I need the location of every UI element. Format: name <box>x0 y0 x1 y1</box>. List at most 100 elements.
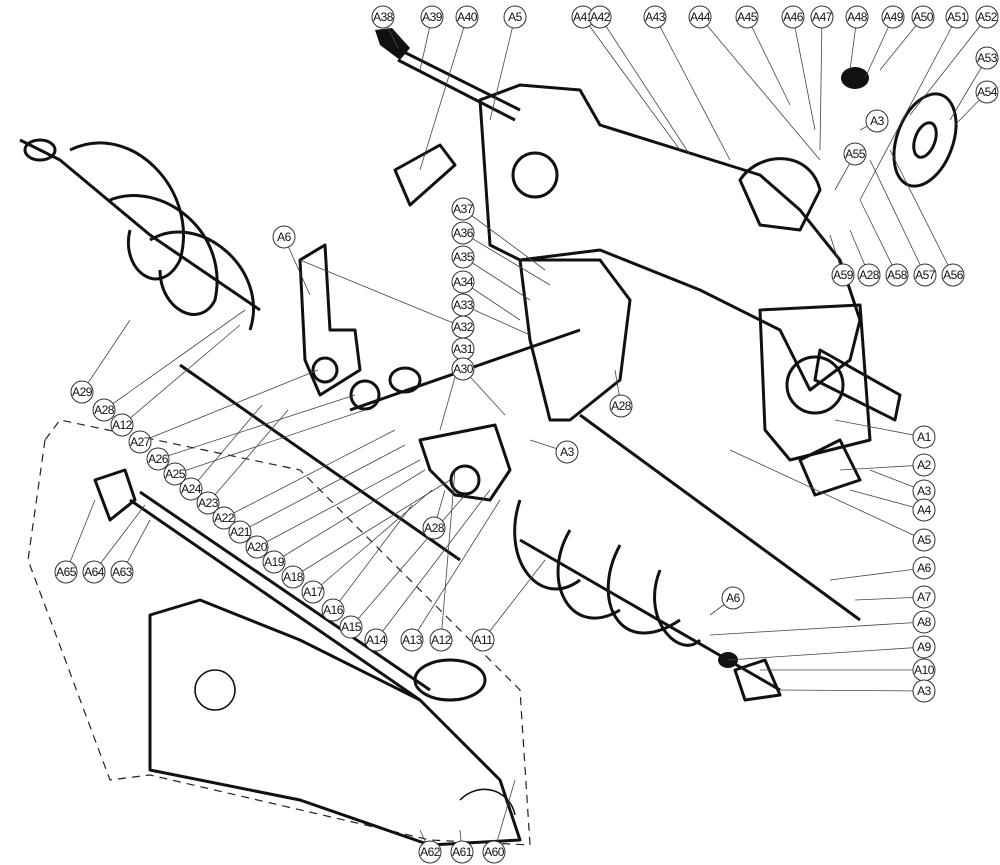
callout-circle <box>688 5 712 29</box>
leader-line <box>829 567 925 581</box>
callout-circle <box>912 556 936 580</box>
leader-line <box>81 319 131 393</box>
part-callout-a58: A58 <box>885 263 909 287</box>
part-callout-a44: A44 <box>688 5 712 29</box>
part-callout-a3: A3 <box>912 479 936 503</box>
leader-line <box>350 494 466 628</box>
callout-circle <box>588 5 612 29</box>
callout-label: A6 <box>917 561 932 575</box>
part-callout-a3: A3 <box>912 679 936 703</box>
callout-circle <box>843 142 867 166</box>
callout-label: A47 <box>812 10 833 24</box>
callout-label: A45 <box>737 10 758 24</box>
callout-circle <box>321 598 345 622</box>
part-callout-a48: A48 <box>845 5 869 29</box>
part-callout-a35: A35 <box>451 245 475 269</box>
part-callout-a17: A17 <box>301 580 325 604</box>
leader-line <box>93 504 146 573</box>
callout-circle <box>429 628 453 652</box>
callout-label: A15 <box>341 620 362 634</box>
part-callout-a28: A28 <box>422 516 446 540</box>
leader-line <box>493 779 516 853</box>
callout-circle <box>451 245 475 269</box>
leader-line <box>889 149 954 276</box>
leader-line <box>223 429 396 519</box>
callout-circle <box>912 498 936 522</box>
leader-line <box>779 689 925 692</box>
leader-line <box>239 444 406 533</box>
part-callout-a34: A34 <box>451 270 475 294</box>
callout-label: A30 <box>453 362 474 376</box>
callout-label: A23 <box>198 496 219 510</box>
callout-label: A25 <box>165 467 186 481</box>
callout-label: A5 <box>508 10 523 24</box>
leader-line <box>139 369 319 443</box>
callout-circle <box>735 5 759 29</box>
callout-circle <box>371 5 395 29</box>
callout-label: A7 <box>917 590 932 604</box>
callout-label: A20 <box>247 540 268 554</box>
leader-line <box>65 499 96 573</box>
callout-circle <box>451 221 475 245</box>
leader-line <box>834 419 925 438</box>
callout-label: A32 <box>453 320 474 334</box>
part-callout-a43: A43 <box>643 5 667 29</box>
callout-label: A61 <box>452 845 473 859</box>
callout-circle <box>364 628 388 652</box>
callout-circle <box>54 560 78 584</box>
callout-label: A28 <box>424 521 445 535</box>
part-callout-a16: A16 <box>321 598 345 622</box>
callout-circle <box>163 462 187 486</box>
callout-circle <box>911 5 935 29</box>
callout-circle <box>455 5 479 29</box>
callout-label: A12 <box>112 418 133 432</box>
leader-line <box>174 409 366 475</box>
part-callout-a26: A26 <box>146 447 170 471</box>
callout-circle <box>110 413 134 437</box>
callout-label: A2 <box>917 458 932 472</box>
callout-label: A48 <box>847 10 868 24</box>
callout-label: A37 <box>453 202 474 216</box>
leader-line <box>207 409 289 504</box>
leader-line <box>654 16 731 161</box>
callout-circle <box>400 628 424 652</box>
callout-label: A65 <box>56 565 77 579</box>
callout-circle <box>418 840 442 864</box>
leader-line <box>462 256 531 301</box>
callout-circle <box>912 679 936 703</box>
callout-label: A12 <box>431 633 452 647</box>
part-callout-a52: A52 <box>975 5 999 29</box>
leader-line <box>699 16 821 161</box>
callout-label: A21 <box>230 525 251 539</box>
callout-label: A11 <box>474 633 494 647</box>
callout-circle <box>146 447 170 471</box>
leader-line <box>462 208 546 271</box>
callout-label: A63 <box>112 565 133 579</box>
callout-label: A24 <box>181 482 202 496</box>
callout-circle <box>945 5 969 29</box>
callout-label: A49 <box>883 10 904 24</box>
callout-circle <box>975 5 999 29</box>
leader-line <box>440 469 456 641</box>
leader-line <box>190 404 263 490</box>
callout-label: A51 <box>947 10 968 24</box>
leader-line <box>332 504 413 611</box>
callout-label: A26 <box>148 452 169 466</box>
callout-label: A64 <box>84 565 105 579</box>
callout-label: A58 <box>887 268 908 282</box>
leader-line <box>256 459 421 548</box>
leader-line <box>849 489 925 511</box>
part-callout-a32: A32 <box>451 315 475 339</box>
callout-label: A50 <box>913 10 934 24</box>
callout-label: A13 <box>402 633 423 647</box>
part-callout-a1: A1 <box>912 425 936 449</box>
callout-circle <box>721 586 745 610</box>
callout-circle <box>281 565 305 589</box>
leader-line <box>157 394 356 460</box>
callout-label: A43 <box>645 10 666 24</box>
callout-label: A39 <box>422 10 443 24</box>
callout-circle <box>912 453 936 477</box>
callout-label: A34 <box>453 275 474 289</box>
